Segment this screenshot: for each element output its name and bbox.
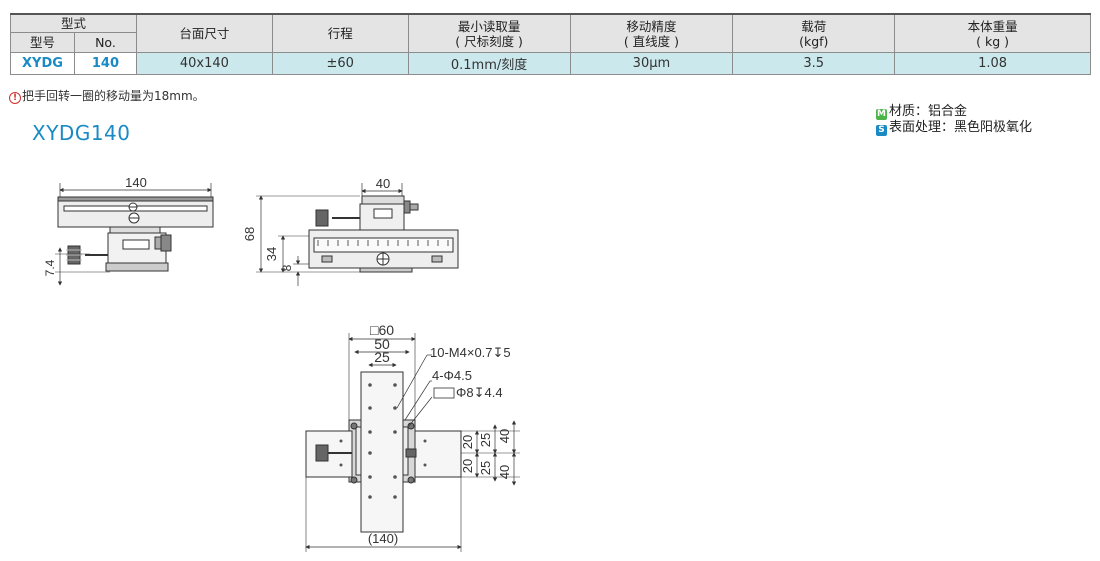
header-weight-line1: 本体重量 (967, 18, 1018, 34)
cell-accuracy: 30μm (569, 52, 734, 75)
header-accuracy: 移动精度( 直线度 ) (569, 13, 734, 53)
header-load-line2: (kgf) (799, 33, 829, 49)
handle-note: !把手回转一圈的移动量为18mm。 (9, 87, 205, 104)
dim-top-50: 50 (374, 336, 390, 352)
top-view-drawing (305, 333, 520, 552)
header-load: 载荷(kgf) (732, 13, 896, 53)
header-min-reading-line2: ( 尺标刻度 ) (455, 33, 523, 49)
model-title: XYDG140 (32, 121, 131, 145)
dim-side-base: 8 (280, 264, 294, 271)
header-travel: 行程 (271, 13, 409, 53)
header-no: No. (73, 32, 137, 53)
callout-through-holes: 4-Φ4.5 (432, 368, 472, 383)
header-min-reading: 最小读取量( 尺标刻度 ) (407, 13, 571, 53)
cell-min-reading: 0.1mm/刻度 (407, 52, 571, 75)
dim-top-25: 25 (374, 349, 390, 365)
surface-badge-icon: S (876, 125, 887, 136)
header-model: 型号 (10, 32, 75, 53)
dim-side-width: 40 (376, 176, 390, 191)
dim-top-square: □60 (370, 322, 394, 338)
side-view-drawing (256, 183, 459, 286)
callout-tapped-holes: 10-M4×0.7↧5 (430, 345, 511, 360)
dim-top-40a: 40 (497, 429, 512, 443)
dim-front-height: 7.4 (43, 259, 57, 276)
note-text: 把手回转一圈的移动量为18mm。 (22, 89, 205, 103)
header-type: 型式 (10, 13, 137, 33)
header-accuracy-line1: 移动精度 (626, 18, 677, 34)
spec-table: 型式 台面尺寸 行程 最小读取量( 尺标刻度 ) 移动精度( 直线度 ) 载荷(… (10, 13, 1091, 75)
dim-side-stage-height: 34 (264, 247, 279, 261)
header-accuracy-line2: ( 直线度 ) (623, 33, 680, 49)
dim-top-40b: 40 (497, 465, 512, 479)
cell-travel: ±60 (271, 52, 409, 75)
header-load-line1: 载荷 (801, 18, 827, 34)
header-table-size: 台面尺寸 (135, 13, 273, 53)
cell-load: 3.5 (732, 52, 896, 75)
callout-counterbore: Φ8↧4.4 (456, 385, 503, 400)
dim-top-25b: 25 (478, 461, 493, 475)
dim-side-height: 68 (242, 227, 257, 241)
dim-top-20b: 20 (460, 459, 475, 473)
header-weight: 本体重量( kg ) (894, 13, 1091, 53)
material-badge-icon: M (876, 109, 887, 120)
dim-top-25a: 25 (478, 433, 493, 447)
dim-top-20a: 20 (460, 435, 475, 449)
header-weight-line2: ( kg ) (976, 33, 1010, 49)
front-view-drawing (55, 183, 214, 286)
header-min-reading-line1: 最小读取量 (457, 18, 521, 34)
material-text: 材质：铝合金 (889, 104, 968, 119)
dim-front-width: 140 (125, 175, 147, 190)
cell-model: XYDG (10, 52, 75, 75)
table-row: XYDG 140 40x140 ±60 0.1mm/刻度 30μm 3.5 1.… (10, 52, 1091, 75)
surface-text: 表面处理：黑色阳极氧化 (889, 120, 1033, 135)
cell-weight: 1.08 (894, 52, 1091, 75)
cell-no: 140 (73, 52, 137, 75)
warning-icon: ! (9, 92, 21, 104)
cell-table-size: 40x140 (135, 52, 273, 75)
dim-top-length: (140) (368, 531, 398, 546)
